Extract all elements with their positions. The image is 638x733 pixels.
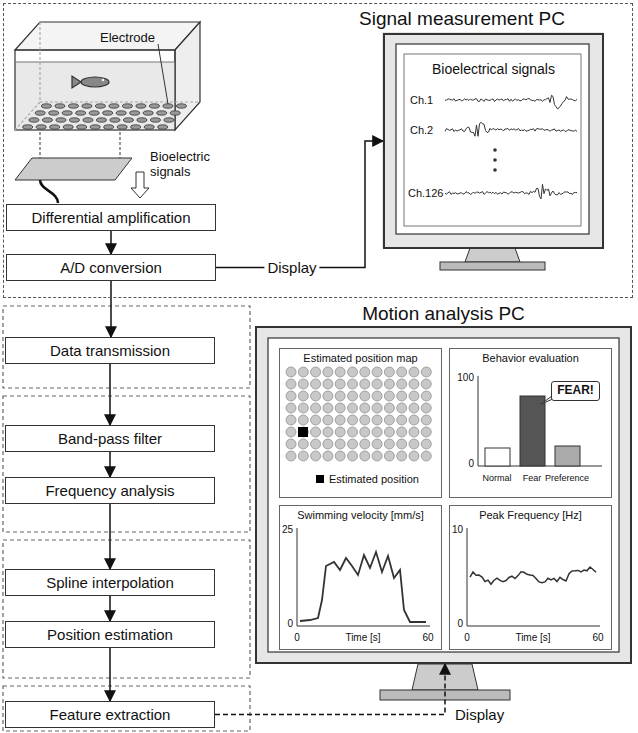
axis-label: 0 [457, 618, 463, 630]
axis-label: 0 [464, 632, 470, 644]
flow-arrow [109, 596, 111, 621]
box-label: Data transmission [50, 342, 170, 359]
axis-label: Preference [545, 473, 589, 483]
box-label: Position estimation [47, 626, 173, 643]
channel-label: Ch.1 [410, 94, 433, 107]
cable [40, 180, 58, 203]
hollow-arrow [131, 172, 149, 198]
monitor-screen: Motion analysis PCEstimated position map… [255, 326, 632, 664]
flow-arrow [110, 281, 112, 337]
callout-bubble: FEAR! [551, 381, 600, 401]
flow-arrow [109, 364, 111, 425]
signal-trace [445, 95, 577, 199]
process-box: Differential amplification [6, 204, 216, 231]
edge-label: Display [264, 259, 319, 276]
flow-arrow [216, 141, 383, 268]
axis-label: 10 [452, 524, 463, 536]
monitor [255, 326, 632, 700]
axis-label: 100 [457, 372, 474, 384]
axis-label: 0 [287, 618, 293, 630]
legend-entry: Estimated position [316, 472, 419, 485]
box-label: Band-pass filter [58, 430, 162, 447]
process-box: Position estimation [5, 621, 215, 648]
heading: Signal measurement PC [359, 8, 565, 30]
axis-label: 25 [282, 524, 293, 536]
heading: Behavior evaluation [450, 352, 611, 365]
part-label: Electrode [100, 31, 155, 46]
axis-label: Fear [523, 473, 542, 483]
region-box: Signal measurement PC Differential amplif… [3, 3, 633, 298]
process-box: Band-pass filter [5, 425, 215, 452]
chart-panel: Peak Frequency [Hz] [449, 505, 612, 650]
axis-label: 60 [592, 632, 603, 644]
channel-label: Ch.126 [408, 187, 443, 200]
heading: Swimming velocity [mm/s] [280, 509, 441, 522]
box-label: A/D conversion [60, 259, 162, 276]
process-box: Feature extraction [5, 701, 215, 728]
monitor [382, 32, 603, 270]
part-label: Bioelectric signals [150, 150, 220, 180]
leader-line [158, 44, 168, 104]
electrode-grid [23, 104, 187, 129]
flow-arrow [109, 504, 111, 569]
fish-tank [15, 22, 200, 130]
process-box: A/D conversion [6, 254, 216, 281]
box-label: Feature extraction [50, 706, 171, 723]
axis-label: Time [s] [515, 632, 550, 644]
heading: Estimated position map [280, 352, 441, 365]
flow-arrow [109, 648, 111, 701]
process-box: Data transmission [5, 337, 215, 364]
ellipsis-dots [493, 148, 497, 172]
group-frame [3, 306, 250, 731]
monitor-screen: Bioelectrical signals [383, 33, 604, 249]
channel-label: Ch.2 [410, 124, 433, 137]
edge-label: Display [452, 706, 507, 723]
legend-swatch [316, 475, 324, 483]
process-box: Frequency analysis [5, 477, 215, 504]
sensor-plate [15, 132, 132, 180]
heading: Peak Frequency [Hz] [450, 509, 611, 522]
axis-label: 0 [294, 632, 300, 644]
box-label: Frequency analysis [45, 482, 174, 499]
chart-panel: Swimming velocity [mm/s] [279, 505, 442, 650]
bar-chart [478, 376, 602, 466]
heading: Motion analysis PC [257, 303, 630, 325]
axis-label: 60 [422, 632, 433, 644]
heading: Bioelectrical signals [385, 61, 602, 77]
process-box: Spline interpolation [5, 569, 215, 596]
box-label: Spline interpolation [46, 574, 174, 591]
flow-arrow [110, 231, 112, 254]
flow-arrow [109, 452, 111, 477]
legend-text: Estimated position [329, 473, 419, 485]
callout-text: FEAR! [557, 384, 594, 398]
axis-label: 0 [468, 458, 474, 470]
box-label: Differential amplification [32, 209, 191, 226]
position-grid [286, 367, 431, 461]
axis-label: Normal [482, 473, 511, 483]
flow-arrow [215, 664, 445, 715]
axis-label: Time [s] [345, 632, 380, 644]
estimated-position-mark [298, 427, 308, 437]
